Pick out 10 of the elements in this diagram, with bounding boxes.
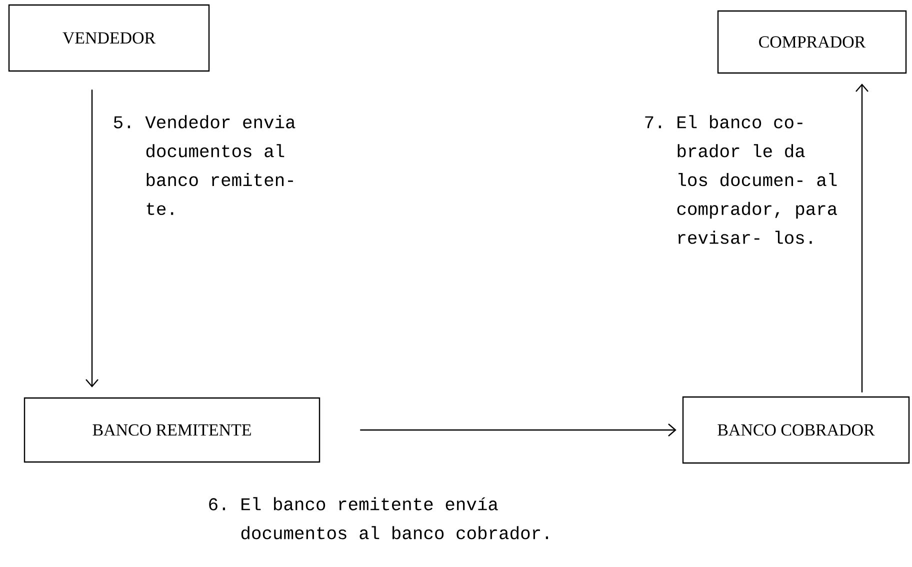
party-box: VENDEDOR — [8, 4, 210, 72]
party-box: COMPRADOR — [717, 10, 907, 74]
arrow — [360, 424, 676, 436]
arrow — [856, 84, 868, 392]
edge-label: 6. El banco remitente envía documentos al banco cobrador. — [209, 497, 548, 540]
party-box: BANCO COBRADOR — [682, 396, 910, 464]
edge-label: 5. Vendedor envia documentos al banco remiten- te. — [114, 115, 296, 216]
edge-label: 7. El banco co- brador le da los documen- al comprador, para revisar- los. — [645, 115, 838, 244]
party-box: BANCO REMITENTE — [24, 397, 320, 463]
arrow — [86, 90, 98, 388]
